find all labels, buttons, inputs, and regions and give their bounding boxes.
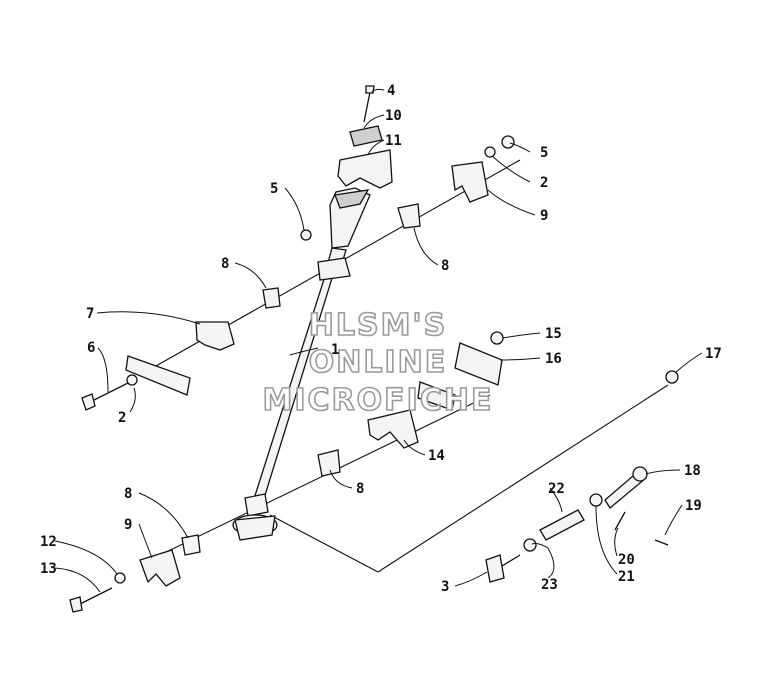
upper-nut-left	[300, 229, 312, 241]
watermark-line-2: ONLINE	[309, 345, 448, 380]
callout-19: 19	[685, 498, 702, 514]
watermark: HLSM'S ONLINE MICROFICHE	[262, 307, 494, 419]
steering-post	[232, 187, 371, 541]
mid-bushing	[262, 287, 281, 309]
callout-8-mid: 8	[221, 256, 229, 272]
callout-2-left: 2	[118, 410, 126, 426]
callout-20: 20	[618, 552, 635, 568]
tie-rod-end	[604, 370, 679, 509]
bottom-bushing	[181, 534, 201, 556]
left-bracket	[125, 355, 191, 396]
callout-1: 1	[331, 342, 339, 358]
callout-12: 12	[40, 534, 57, 550]
callout-3: 3	[441, 579, 449, 595]
callout-7: 7	[86, 306, 94, 322]
callout-21: 21	[618, 569, 635, 585]
upper-bushing	[397, 203, 421, 229]
callout-4: 4	[387, 83, 395, 99]
watermark-line-3: MICROFICHE	[263, 383, 494, 418]
right-nut	[490, 331, 504, 345]
tie-rod-hardware	[485, 493, 669, 583]
callout-8-lower: 8	[356, 481, 364, 497]
callout-8-upper: 8	[441, 258, 449, 274]
bottom-clamp	[139, 549, 181, 587]
bottom-washer	[114, 572, 126, 584]
callout-8-bottom: 8	[124, 486, 132, 502]
callout-9-right: 9	[540, 208, 548, 224]
tie-rod-tube	[539, 509, 585, 541]
callout-14: 14	[428, 448, 445, 464]
callout-11: 11	[385, 133, 402, 149]
callout-9-left: 9	[124, 517, 132, 533]
callout-15: 15	[545, 326, 562, 342]
callout-17: 17	[705, 346, 722, 362]
callout-22: 22	[548, 481, 565, 497]
left-bolt	[81, 374, 138, 411]
callout-18: 18	[684, 463, 701, 479]
callout-5-left: 5	[270, 181, 278, 197]
left-clamp	[195, 321, 235, 351]
top-clamp	[337, 85, 393, 189]
bottom-bolt	[69, 587, 113, 613]
callout-6: 6	[87, 340, 95, 356]
lower-bushing	[317, 449, 341, 477]
upper-right-clamp	[451, 161, 489, 203]
callout-16: 16	[545, 351, 562, 367]
callout-23: 23	[541, 577, 558, 593]
callout-2-right: 2	[540, 175, 548, 191]
right-plate	[417, 342, 503, 411]
callout-13: 13	[40, 561, 57, 577]
leader-lines	[54, 88, 703, 593]
lower-clamp	[367, 409, 419, 449]
callout-10: 10	[385, 108, 402, 124]
upper-nut-right	[484, 135, 515, 158]
callout-numbers: 4 10 11 5 2 9 5 8 8 7 6 2 1 15 16 17 14 …	[40, 83, 722, 595]
callout-5-right: 5	[540, 145, 548, 161]
watermark-line-1: HLSM'S	[309, 308, 447, 343]
